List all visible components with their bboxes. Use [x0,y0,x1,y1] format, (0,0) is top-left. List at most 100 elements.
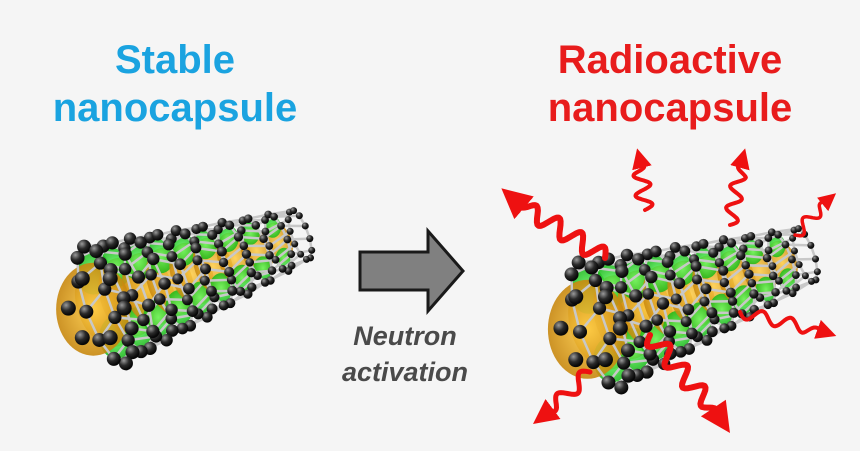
carbon-atom [680,316,692,327]
carbon-atom [794,225,802,233]
carbon-atom [719,277,730,288]
carbon-atom [700,283,712,295]
carbon-atom [706,307,718,319]
stable-nanocapsule-image [56,207,316,371]
carbon-atom [118,356,133,371]
carbon-atom [621,368,636,383]
carbon-atom [714,258,725,268]
carbon-atom [278,264,287,273]
carbon-atom [243,214,253,223]
carbon-atom [153,293,166,305]
carbon-atom [260,278,270,287]
right-arrow-icon [358,227,465,315]
carbon-atom [620,248,634,262]
carbon-atom [691,274,703,285]
carbon-atom [102,330,118,346]
carbon-atom [160,334,173,347]
carbon-atom [812,255,820,263]
bond [274,214,300,218]
carbon-atom [306,235,314,243]
carbon-atom [60,300,76,316]
carbon-atom [615,264,629,278]
carbon-atom [166,251,178,262]
neutron-activation-label: Neutron activation [320,318,490,390]
radiation-wavy-arrow-icon [631,148,655,212]
bond [778,263,800,282]
carbon-atom [270,212,278,221]
carbon-atom [642,288,655,300]
carbon-atom [763,300,773,310]
carbon-atom [592,301,607,315]
carbon-atom [183,282,195,295]
carbon-atom [267,266,277,275]
carbon-atom [172,273,184,285]
radiation-wavy-arrow-icon [738,309,837,339]
radiation-emissions [501,148,837,433]
carbon-atom [224,220,235,230]
bond [274,243,296,261]
carbon-atom [663,325,677,338]
carbon-atom [747,278,757,288]
radiation-wavy-arrow-icon [533,368,593,425]
carbon-atom [121,333,135,347]
carbon-atom [283,235,292,244]
carbon-atom [118,247,132,261]
carbon-atom [725,287,736,298]
radiation-wavy-arrow-icon [644,332,730,433]
carbon-atom [650,245,662,258]
carbon-atom [251,221,261,230]
carbon-atom [199,275,210,286]
carbon-atom [617,356,631,370]
carbon-atom [708,247,719,258]
radioactive-nanocapsule-title: Radioactive nanocapsule [515,36,825,132]
carbon-atom [603,331,617,346]
carbon-atom [89,244,104,259]
carbon-atom [586,355,601,370]
carbon-atom [116,300,132,316]
carbon-atom [651,314,664,326]
carbon-atom [247,282,257,292]
carbon-atom [673,277,686,290]
carbon-atom [774,230,782,239]
carbon-atom [612,320,628,336]
carbon-atom [568,352,584,368]
carbon-atom [754,239,764,248]
radiation-wavy-arrow-icon [501,188,609,261]
carbon-atom [200,263,211,275]
carbon-atom [746,231,756,241]
carbon-atom [801,272,809,280]
carbon-atom [224,266,235,278]
carbon-atom [553,320,569,336]
carbon-atom [762,253,772,263]
bond [771,249,796,268]
carbon-atom [771,288,780,297]
carbon-atom [728,307,739,318]
carbon-atom [216,246,227,257]
carbon-atom [614,380,629,395]
carbon-atom [661,256,674,268]
carbon-atom [77,239,92,254]
carbon-atom [571,255,586,270]
radiation-wavy-arrow-icon [724,148,750,227]
carbon-atom [690,260,702,272]
carbon-atom [788,289,797,298]
carbon-atom [286,227,294,235]
radioactive-title-line2: nanocapsule [547,86,793,130]
carbon-atom [788,255,796,264]
radioactive-nanocapsule-image [547,225,821,395]
carbon-atom [645,270,658,284]
carbon-atom [125,345,140,360]
carbon-atom [264,210,273,219]
carbon-atom [767,228,776,237]
carbon-atom [629,289,643,303]
carbon-atom [726,238,737,248]
carbon-atom [808,277,816,285]
carbon-atom [764,246,773,255]
carbon-atom [123,232,137,245]
carbon-atom [568,289,584,305]
carbon-atom [790,247,798,255]
carbon-atom [265,242,274,250]
carbon-atom [686,327,698,340]
carbon-atom [631,253,645,266]
carbon-atom [664,269,676,281]
